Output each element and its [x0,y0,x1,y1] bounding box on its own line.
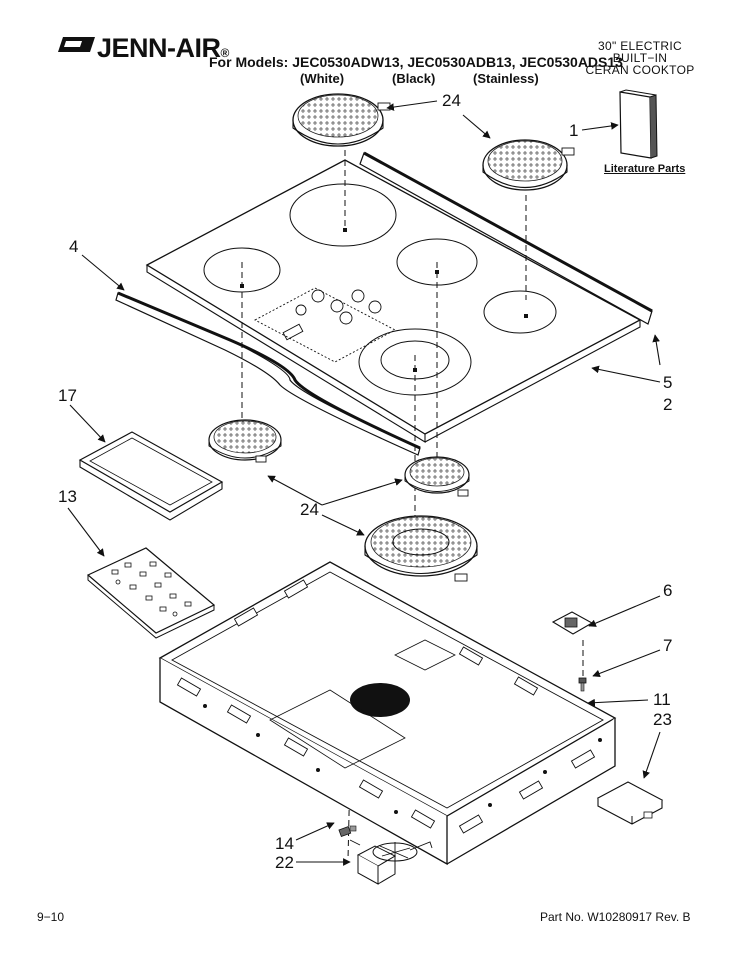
callout-13: 13 [58,487,77,506]
jenn-air-logo-icon [58,37,95,52]
variant-white: (White) [300,71,345,86]
surface-element-small-right [404,456,470,497]
screw-part-7 [578,677,587,692]
callout-7: 7 [663,636,673,655]
callout-24-top: 24 [442,91,461,110]
variant-stainless: (Stainless) [473,71,539,86]
product-line-2: BUILT−IN [612,51,668,65]
burner-box-part-11 [158,561,617,866]
page-number: 9−10 [37,910,65,924]
control-board-part-13 [86,547,216,639]
callout-17: 17 [58,386,77,405]
part-number: Part No. W10280917 Rev. B [540,910,691,924]
product-line-3: CERAN COOKTOP [585,63,695,77]
top-surface-element-right [482,139,575,191]
callout-11: 11 [653,690,671,709]
registered-mark: ® [220,46,230,60]
fan-motor-part-22 [349,839,433,885]
callout-leader-lines [67,100,661,866]
product-line-1: 30" ELECTRIC [598,39,682,53]
models-line: For Models: JEC0530ADW13, JEC0530ADB13, … [209,54,623,70]
callout-4: 4 [69,237,79,256]
callout-14: 14 [275,834,294,853]
front-trim-strip [115,291,421,456]
glass-cooktop [145,159,642,443]
callout-1: 1 [569,121,579,140]
literature-manual [619,89,658,159]
brand-name: JENN-AIR® [97,33,230,63]
bracket-part-6 [551,611,594,635]
variant-black: (Black) [392,71,436,86]
callout-23: 23 [653,710,672,729]
tray-part-17 [78,431,224,521]
callout-5: 5 [663,373,673,392]
callout-22: 22 [275,853,294,872]
callout-6: 6 [663,581,673,600]
rear-trim-strip [359,151,653,325]
callout-24-mid: 24 [300,500,319,519]
module-part-23 [596,781,664,825]
literature-parts-label: Literature Parts [604,163,686,175]
fitting-part-14 [338,825,357,838]
surface-element-small-left [208,419,282,463]
callout-2: 2 [663,395,673,414]
top-surface-element-left [292,93,391,147]
product-description: 30" ELECTRIC BUILT−IN CERAN COOKTOP [585,40,695,76]
surface-element-large [364,515,478,582]
element-center-markers [240,228,528,372]
